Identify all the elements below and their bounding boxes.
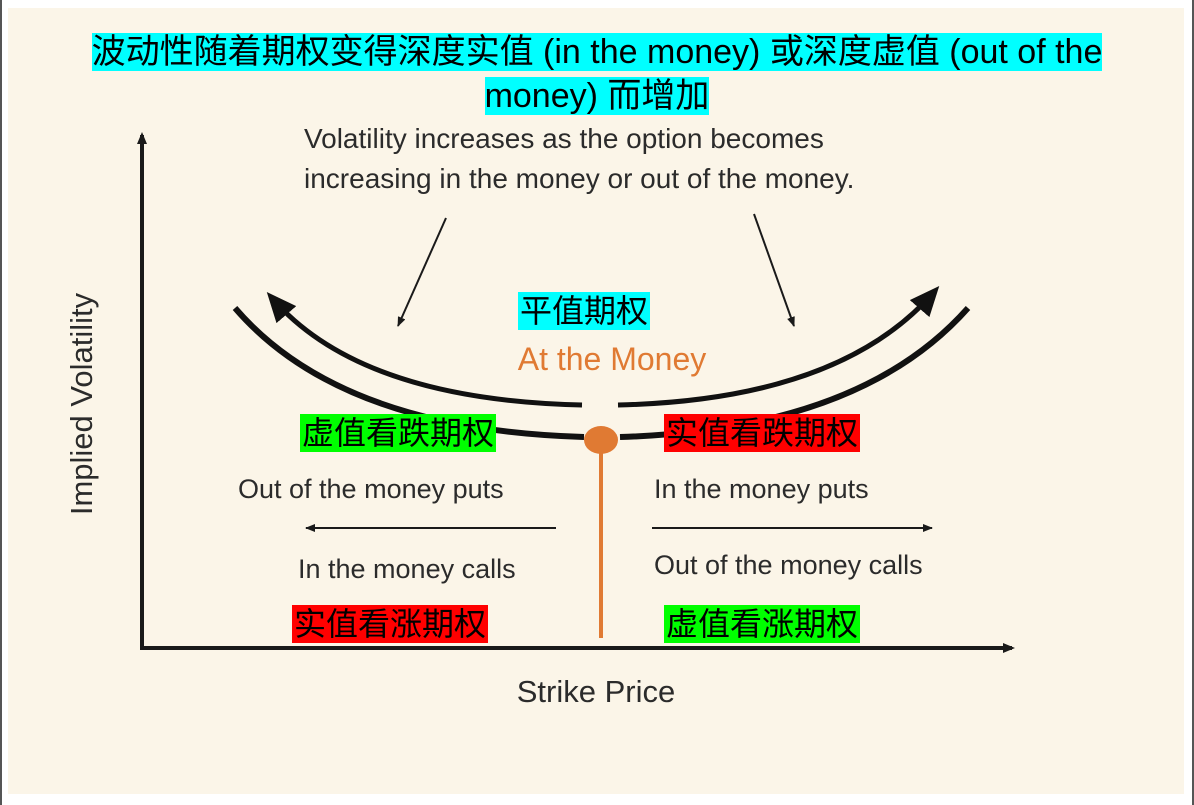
diagram-background — [8, 8, 1184, 794]
smile-arrow-left — [266, 291, 583, 408]
pointer-arrow-left — [397, 217, 447, 327]
left-top-zh-label: 虚值看跌期权 — [300, 414, 497, 452]
caption-line-2: money) 而增加 — [484, 77, 710, 115]
annotation-line-2: increasing in the money or out of the mo… — [304, 163, 854, 194]
right-bottom-label: Out of the money calls — [654, 550, 923, 580]
pointer-arrow-right — [753, 213, 795, 327]
right-top-label: In the money puts — [654, 474, 869, 504]
smile-arrow-right — [617, 285, 940, 408]
left-bottom-label: In the money calls — [298, 554, 516, 584]
right-bottom-zh-label: 虚值看涨期权 — [664, 605, 861, 643]
smile-curve-outer-left — [232, 306, 585, 440]
caption-line-1: 波动性随着期权变得深度实值 (in the money) 或深度虚值 (out … — [91, 33, 1103, 71]
y-axis-label: Implied Volatility — [64, 292, 99, 515]
right-top-zh-label: 实值看跌期权 — [664, 414, 861, 452]
caption: 波动性随着期权变得深度实值 (in the money) 或深度虚值 (out … — [0, 30, 1194, 118]
atm-zh-label: 平值期权 — [518, 292, 651, 330]
atm-label: At the Money — [518, 341, 707, 377]
left-top-label: Out of the money puts — [238, 474, 504, 504]
annotation-line-1: Volatility increases as the option becom… — [304, 123, 824, 154]
x-axis-label: Strike Price — [517, 674, 675, 709]
left-bottom-zh-label: 实值看涨期权 — [292, 605, 489, 643]
atm-dot — [584, 426, 618, 454]
